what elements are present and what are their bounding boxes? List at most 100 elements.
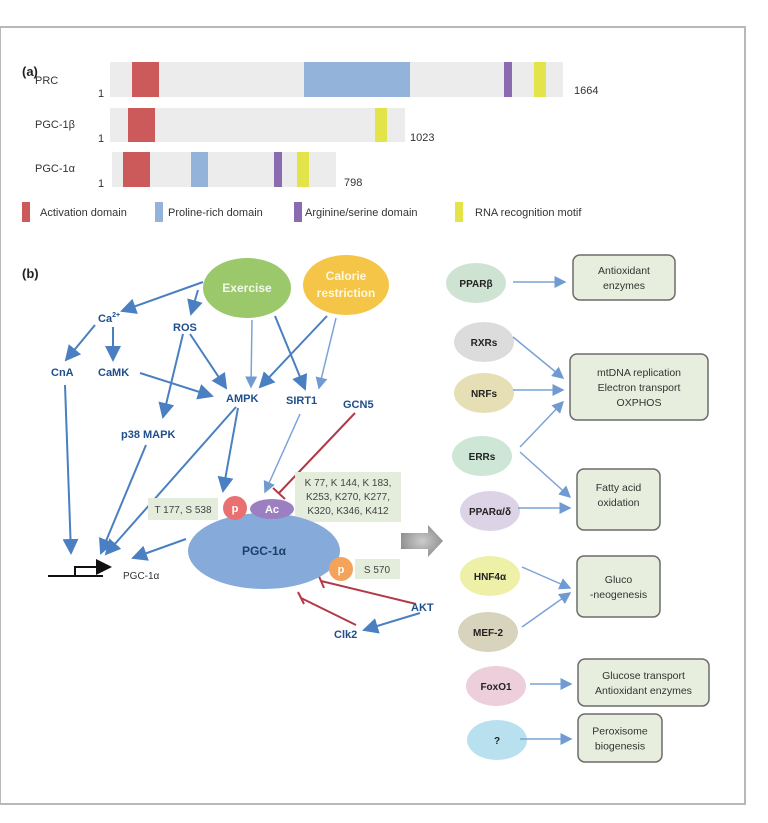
- legend-label: Activation domain: [40, 207, 127, 219]
- target-arrows: [512, 276, 573, 745]
- calorie-label: restriction: [317, 286, 376, 300]
- rna-recognition-motif: [534, 62, 546, 97]
- factor-blob: [460, 556, 520, 596]
- acetyl-label: Ac: [265, 504, 279, 516]
- factor-3: ERRs: [452, 436, 512, 476]
- protein-bar: [110, 108, 405, 142]
- arrow: [263, 413, 301, 494]
- factor-7: FoxO1: [466, 666, 526, 706]
- arrow: [189, 333, 228, 390]
- promoter-arrow-icon: [74, 559, 112, 576]
- legend-label: Proline-rich domain: [168, 207, 263, 219]
- arrow: [99, 444, 147, 555]
- legend-label: RNA recognition motif: [475, 207, 582, 219]
- phospho-sites: T 177, S 538: [154, 505, 212, 516]
- outcome-rect: [577, 713, 663, 763]
- start-residue: 1: [98, 133, 104, 145]
- factor-5: HNF4α: [460, 556, 520, 596]
- panel-a: (a) PRC 1 1664 PGC-1β 1 1023 PGC-1α 1: [22, 62, 598, 222]
- outcome-text: -neogenesis: [590, 589, 647, 601]
- outcome-rect: [569, 353, 709, 421]
- node-akt: AKT: [411, 602, 434, 614]
- factor-blob: [454, 322, 514, 362]
- legend-swatch: [22, 202, 30, 222]
- outcome-text: Glucose transport: [602, 670, 685, 682]
- acetylation-sites: K 77, K 144, K 183,: [305, 478, 392, 489]
- panel-b: (b): [22, 254, 710, 763]
- inhibition: [320, 580, 417, 605]
- outcome-rect: [577, 658, 710, 707]
- pgc1a-label: PGC-1α: [242, 544, 287, 558]
- domain-legend: Activation domain Proline-rich domain Ar…: [22, 202, 582, 222]
- start-residue: 1: [98, 178, 104, 190]
- exercise-label: Exercise: [222, 281, 272, 295]
- outcome-text: Antioxidant enzymes: [595, 685, 692, 697]
- factor-0: PPARβ: [446, 263, 506, 303]
- arrow: [315, 317, 337, 390]
- big-arrow-icon: [401, 525, 443, 557]
- activation-domain: [123, 152, 150, 187]
- factor-label: PPARα/δ: [469, 507, 511, 518]
- acetylation-sites-box: [295, 472, 401, 522]
- exercise-node: Exercise: [203, 258, 291, 318]
- node-clk2: Clk2: [334, 629, 357, 641]
- legend-swatch: [294, 202, 302, 222]
- inhibition: [300, 597, 357, 626]
- activation-domain: [128, 108, 155, 142]
- arrow: [519, 451, 572, 499]
- inhibition-lines: [272, 412, 417, 626]
- node-gcn5: GCN5: [343, 399, 374, 411]
- arrow: [158, 333, 184, 419]
- legend-swatch: [455, 202, 463, 222]
- factor-blob: [454, 373, 514, 413]
- phosphate-marker: [329, 557, 353, 581]
- calorie-label: Calorie: [326, 269, 367, 283]
- outcome-text: enzymes: [603, 280, 645, 292]
- proline-rich-domain: [191, 152, 208, 187]
- s570-site: S 570: [364, 565, 391, 576]
- arrow: [62, 384, 79, 555]
- factor-1: RXRs: [454, 322, 514, 362]
- outcome-text: Fatty acid: [596, 482, 642, 494]
- outcome-text: mtDNA replication: [597, 367, 681, 379]
- outcome-text: Gluco: [605, 574, 633, 586]
- activation-arrows: [62, 281, 421, 634]
- end-residue: 1023: [410, 132, 434, 144]
- outcome-text: biogenesis: [595, 741, 645, 753]
- calorie-ellipse: [303, 255, 389, 315]
- node-ampk: AMPK: [226, 393, 258, 405]
- s570-box: [355, 559, 400, 579]
- end-residue: 1664: [574, 85, 598, 97]
- protein-pgc1b: PGC-1β 1 1023: [35, 108, 434, 145]
- outcome-text: Antioxidant: [598, 265, 650, 277]
- outcome-rect: [576, 555, 661, 618]
- start-residue: 1: [98, 88, 104, 100]
- node-sirt1: SIRT1: [286, 395, 317, 407]
- factor-label: PPARβ: [459, 279, 492, 290]
- factor-label: ?: [494, 736, 500, 747]
- outcome-text: Peroxisome: [592, 726, 648, 738]
- outcome-boxes: Antioxidant enzymes mtDNA replicationElect…: [569, 254, 710, 763]
- factor-label: MEF-2: [473, 628, 503, 639]
- node-ros: ROS: [173, 322, 197, 334]
- inhibition: [278, 412, 356, 494]
- node-ca: Ca2+: [98, 312, 120, 325]
- factor-blob: [460, 491, 520, 531]
- arrow: [519, 400, 565, 448]
- arrow: [512, 336, 565, 379]
- exercise-ellipse: [203, 258, 291, 318]
- legend-swatch: [155, 202, 163, 222]
- arrow: [217, 407, 239, 493]
- pgc1a-gene-promoter: PGC-1α: [48, 559, 160, 582]
- protein-name: PGC-1α: [35, 163, 76, 175]
- arrow: [64, 324, 96, 362]
- arrow: [139, 372, 214, 400]
- proline-rich-domain: [304, 62, 410, 97]
- arrow: [104, 406, 237, 556]
- factor-label: ERRs: [469, 452, 496, 463]
- panel-a-label: (a): [22, 64, 38, 79]
- arrow: [521, 566, 572, 590]
- factor-label: RXRs: [471, 338, 498, 349]
